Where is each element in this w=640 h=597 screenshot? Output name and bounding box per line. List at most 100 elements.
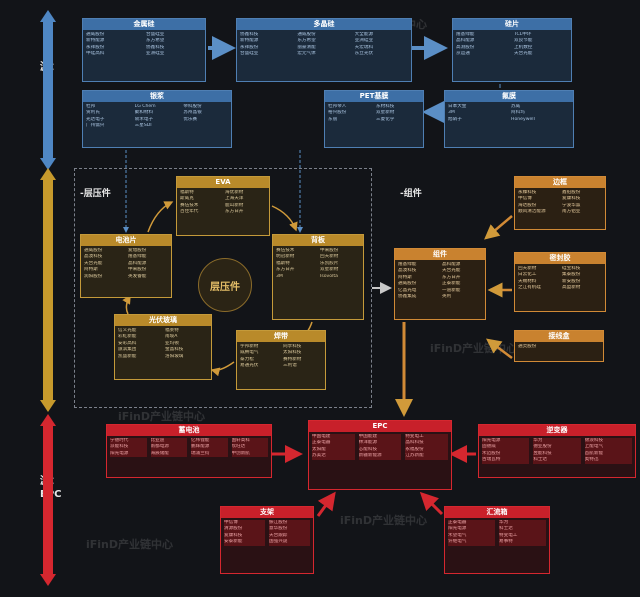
company-item: 协鑫科技 — [240, 32, 259, 37]
box-junction-box-items: 通灵股份 — [515, 342, 603, 352]
company-item: 通威股份 — [297, 32, 316, 37]
company-item: 亿纬锂能 — [191, 438, 228, 445]
box-sealant: 密封胶回天新材硅宝科技白云化工集泰股份天赐材料新安股份之江有机硅高盟新材 — [514, 252, 606, 312]
company-item: 亚玛顿 — [165, 340, 179, 346]
box-bracket-items: 中信博振江股份清源股份意华股份爱康科技天合跟踪安泰新能国强兴晟 — [221, 518, 313, 548]
company-item: 瑞浦兰钧 — [191, 450, 228, 458]
company-item: 一道新能 — [442, 287, 461, 293]
company-item: 东方希望 — [297, 38, 316, 44]
company-item: 海优新材 — [225, 190, 244, 195]
company-item: 亚洲硅业 — [354, 38, 374, 44]
company-item: 通灵股份 — [518, 344, 537, 349]
company-item: 意华股份 — [269, 526, 310, 533]
company-item: 晶科科技 — [405, 440, 448, 447]
company-item: 特变电工 — [405, 434, 448, 441]
box-junction-box-title: 接线盒 — [515, 331, 603, 342]
company-item: 欣旺达 — [231, 444, 268, 451]
company-item: 威腾电气 — [240, 350, 259, 356]
box-solar-cell: 电池片通威股份爱旭股份晶澳科技隆基绿能天合光能晶科能源阿特斯中来股份润阳股份英发… — [80, 234, 172, 298]
box-backsheet-title: 背板 — [273, 235, 363, 246]
company-item: 鑫铂股份 — [562, 190, 581, 195]
company-item: 比亚迪 — [150, 438, 187, 445]
company-item: 裕兴股份 — [328, 110, 347, 116]
company-item: 东方日升 — [225, 209, 244, 215]
box-storage-title: 蓄电池 — [107, 425, 271, 436]
company-item: 隆基绿能 — [398, 262, 417, 267]
company-item: 科士达 — [533, 457, 581, 464]
company-item: 隆基绿能 — [456, 32, 475, 37]
company-item: 隆基绿能 — [128, 254, 147, 260]
watermark: iFinD产业链中心 — [430, 342, 518, 355]
company-item: 合盛硅业 — [146, 32, 165, 37]
company-item: 天宏瑞科 — [354, 44, 374, 50]
company-item: 宁波华淼 — [562, 202, 581, 208]
company-item: 中来股份 — [128, 267, 147, 273]
company-item: 天赐材料 — [518, 278, 537, 284]
company-item: 集泰股份 — [562, 272, 581, 278]
company-item: 赛伍技术 — [276, 248, 295, 253]
company-item: 福斯特 — [180, 190, 194, 195]
company-item: 京运通 — [456, 51, 470, 57]
box-module-items: 隆基绿能晶科能源晶澳科技天合光能阿特斯东方日升通威股份正泰新能亿晶光电一道新能协… — [395, 260, 485, 302]
box-module: 组件隆基绿能晶科能源晶澳科技天合光能阿特斯东方日升通威股份正泰新能亿晶光电一道新… — [394, 248, 486, 320]
box-frame-items: 永臻科技鑫铂股份中信博爱康科技海达股份宁波华淼顺风清洁能源南方铝业 — [515, 188, 605, 218]
company-item: 润阳股份 — [84, 273, 103, 279]
company-item: 天合光能 — [514, 51, 533, 57]
company-item: 安彩高科 — [118, 340, 137, 346]
company-item: 百佳年代 — [180, 209, 199, 215]
company-item: 双星新材 — [376, 110, 395, 116]
company-item: 之江有机硅 — [518, 285, 541, 291]
company-item: 中信博 — [518, 196, 532, 202]
company-item: 大全能源 — [354, 32, 374, 37]
company-item: 双星新材 — [320, 267, 339, 273]
company-item: 协鑫科技 — [146, 44, 165, 50]
company-item: 江苏新能 — [405, 453, 448, 460]
company-item: 爱旭股份 — [128, 248, 147, 253]
company-item: 海辰储能 — [150, 450, 187, 458]
company-item: 奥特迅 — [584, 457, 632, 464]
company-item: 聚和材料 — [134, 110, 154, 116]
box-junction-box: 接线盒通灵股份 — [514, 330, 604, 362]
company-item: 通威股份 — [398, 281, 417, 287]
company-item: Honeywell — [511, 116, 535, 122]
box-silver-paste-title: 银浆 — [83, 91, 231, 102]
company-item: 协鑫集成 — [398, 294, 417, 300]
company-item: 芯能科技 — [358, 446, 402, 454]
laminate-region — [74, 168, 372, 408]
arrow-frame-to-module — [484, 215, 513, 240]
company-item — [183, 123, 228, 129]
stage-downstream-label: 下游：EPC — [40, 463, 62, 500]
company-item: 日本大金 — [448, 104, 467, 109]
box-sealant-title: 密封胶 — [515, 253, 605, 264]
box-storage: 蓄电池宁德时代比亚迪亿纬锂能国轩高科派能科技南都电源鹏辉能源欣旺达阳光电源海辰储… — [106, 424, 272, 478]
company-item: 帝科股份 — [183, 104, 202, 109]
company-item: 新疆新能源 — [358, 453, 402, 460]
company-item: 泰力松 — [240, 356, 254, 362]
company-item: 阿特斯 — [398, 274, 412, 280]
company-item: 杜邦 — [86, 104, 96, 109]
company-item: 科士达 — [499, 526, 546, 533]
company-item: 太阳科技 — [283, 350, 302, 356]
company-item: 上海天洋 — [225, 196, 244, 202]
company-item: 双良节能 — [514, 38, 533, 44]
company-item: 旭硝子 — [448, 116, 462, 122]
box-ribbon-items: 宇邦新材同享科技威腾电气太阳科技泰力松赛特新材易通光伏三利谱 — [237, 342, 325, 372]
company-item: 永福股份 — [405, 446, 448, 454]
box-combiner-items: 正泰电器华为阳光电源科士达禾望电气特变电工许继电气易事特 — [445, 518, 549, 548]
company-item: 优乐赛 — [183, 116, 198, 122]
box-epc-title: EPC — [309, 421, 451, 432]
company-item: 华为 — [499, 520, 546, 527]
company-item: 海达股份 — [518, 202, 537, 208]
company-item: 亿晶光电 — [398, 287, 417, 293]
company-item: 苏威 — [511, 104, 521, 109]
company-item: 斯威克 — [180, 196, 194, 202]
box-ribbon: 焊带宇邦新材同享科技威腾电气太阳科技泰力松赛特新材易通光伏三利谱 — [236, 330, 326, 390]
company-item: 正泰电器 — [448, 520, 495, 527]
company-item: 旗滨集团 — [118, 347, 137, 353]
company-item: TCL中环 — [514, 32, 532, 37]
box-polysilicon-title: 多晶硅 — [237, 19, 411, 30]
